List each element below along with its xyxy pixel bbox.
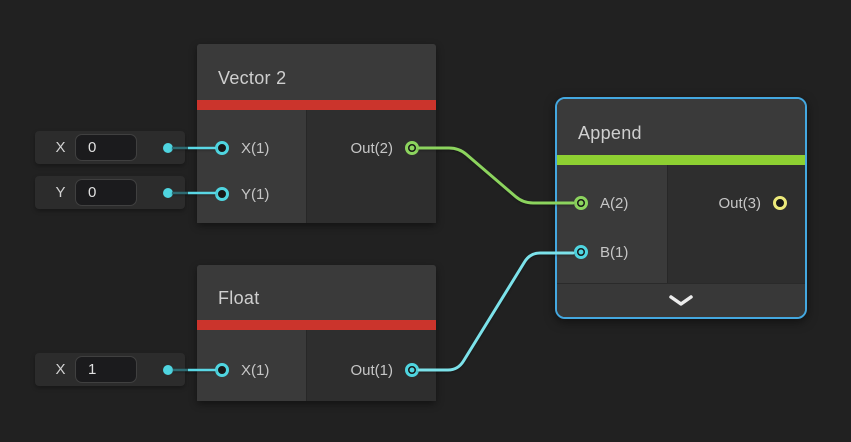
node-vector2-header[interactable]: Vector 2 [197,44,436,100]
chevron-down-icon [669,294,693,306]
widget-float-x-label: X [55,361,66,378]
port-float-output[interactable] [405,363,419,377]
port-vector2-input-y-label: Y(1) [241,185,270,203]
widget-float-x-port-dot [163,364,173,375]
widget-vector2-y-port-dot [163,187,173,198]
port-append-input-a[interactable] [574,196,588,210]
node-vector2-type-color-bar [197,100,436,110]
port-append-output[interactable] [773,196,787,210]
widget-vector2-x-label: X [55,139,66,156]
widget-float-x-field[interactable] [75,356,137,383]
port-vector2-input-x-label: X(1) [241,139,270,157]
widget-float-x: X [35,353,185,386]
node-float[interactable]: Float X(1) Out(1) [197,265,436,401]
widget-vector2-x: X [35,131,185,164]
widget-vector2-x-port-dot [163,142,173,153]
port-append-input-b-label: B(1) [600,243,629,261]
node-float-header[interactable]: Float [197,265,436,320]
port-append-output-label: Out(3) [718,194,761,212]
node-append[interactable]: Append A(2) B(1) Out(3) [555,97,807,319]
port-append-input-a-label: A(2) [600,194,629,212]
port-vector2-input-y[interactable] [215,187,229,201]
widget-vector2-y-field[interactable] [75,179,137,206]
node-append-input-panel [557,165,668,284]
port-float-output-label: Out(1) [350,361,393,379]
node-append-title: Append [578,123,642,143]
port-float-input-x[interactable] [215,363,229,377]
node-vector2-input-panel [197,110,307,223]
node-float-title: Float [218,288,260,308]
port-vector2-input-x[interactable] [215,141,229,155]
widget-vector2-x-field[interactable] [75,134,137,161]
edge-float-out-to-append-b[interactable] [417,251,575,372]
node-append-header[interactable]: Append [557,99,805,155]
port-vector2-output[interactable] [405,141,419,155]
node-float-type-color-bar [197,320,436,330]
port-append-input-b[interactable] [574,245,588,259]
widget-vector2-y: Y [35,176,185,209]
edge-vector2-out-to-append-a[interactable] [417,146,575,205]
node-vector2[interactable]: Vector 2 X(1) Y(1) Out(2) [197,44,436,223]
node-append-type-color-bar [557,155,805,165]
node-append-collapse-button[interactable] [557,283,805,317]
port-float-input-x-label: X(1) [241,361,270,379]
port-vector2-output-label: Out(2) [350,139,393,157]
widget-vector2-y-label: Y [55,184,66,201]
node-vector2-title: Vector 2 [218,68,287,88]
